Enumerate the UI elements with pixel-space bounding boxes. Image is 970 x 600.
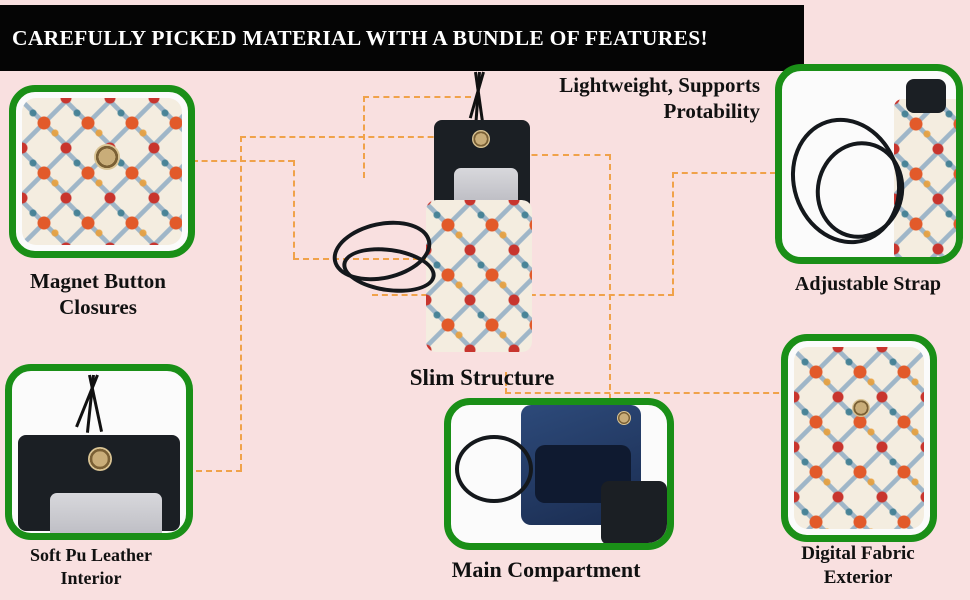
leader-line bbox=[240, 136, 483, 138]
leather-interior-image-frame bbox=[5, 364, 193, 540]
magnet-button-icon bbox=[852, 399, 870, 417]
fabric-pattern-accents bbox=[22, 98, 182, 245]
leader-line bbox=[672, 172, 674, 294]
phone-image bbox=[50, 493, 162, 533]
leader-line bbox=[196, 470, 242, 472]
bag-flap bbox=[601, 481, 667, 543]
leather-interior-label-line2: Interior bbox=[60, 567, 122, 588]
magnet-closure-label: Magnet Button Closures bbox=[6, 268, 190, 321]
adjustable-strap-image-frame bbox=[775, 64, 963, 264]
leader-line bbox=[505, 392, 789, 394]
fabric-exterior-label: Digital Fabric Exterior bbox=[778, 542, 938, 590]
magnet-closure-label-line2: Closures bbox=[59, 295, 137, 320]
lightweight-label-line2: Protability bbox=[663, 99, 760, 124]
main-compartment-label-text: Main Compartment bbox=[451, 557, 641, 582]
bag-body bbox=[894, 99, 956, 257]
leader-line bbox=[505, 372, 507, 394]
fabric-exterior-image-frame bbox=[781, 334, 937, 542]
lightweight-label: Lightweight, Supports Protability bbox=[500, 72, 760, 125]
bag-product-image bbox=[327, 71, 548, 362]
main-compartment-label: Main Compartment bbox=[420, 556, 672, 584]
leader-line bbox=[363, 96, 471, 98]
fabric-pattern-accents bbox=[794, 347, 924, 529]
slim-structure-label-text: Slim Structure bbox=[409, 365, 555, 390]
leader-line bbox=[240, 136, 242, 470]
leather-interior-label: Soft Pu Leather Interior bbox=[4, 544, 178, 589]
bag-strap bbox=[455, 435, 533, 503]
fabric-exterior-label-line1: Digital Fabric bbox=[801, 543, 915, 564]
magnet-closure-image-frame bbox=[9, 85, 195, 258]
leader-line bbox=[521, 154, 611, 156]
leader-line bbox=[672, 172, 776, 174]
bag-body bbox=[426, 200, 532, 352]
page-title: CAREFULLY PICKED MATERIAL WITH A BUNDLE … bbox=[12, 25, 708, 50]
leather-interior-label-line1: Soft Pu Leather bbox=[30, 545, 152, 565]
fabric-pattern-accents bbox=[426, 200, 532, 352]
bag-flap bbox=[906, 79, 946, 113]
adjustable-strap-label: Adjustable Strap bbox=[772, 272, 964, 297]
fabric-exterior-label-line2: Exterior bbox=[823, 566, 893, 588]
leader-line bbox=[293, 258, 479, 260]
leader-line bbox=[293, 160, 295, 258]
leader-line bbox=[609, 154, 611, 470]
lightweight-label-line1: Lightweight, Supports bbox=[559, 73, 760, 97]
leader-line bbox=[192, 160, 294, 162]
magnet-button-icon bbox=[88, 447, 112, 471]
fabric-pattern-accents bbox=[894, 99, 956, 257]
magnet-button-icon bbox=[94, 144, 120, 170]
adjustable-strap-label-text: Adjustable Strap bbox=[794, 273, 942, 295]
main-compartment-image-frame bbox=[444, 398, 674, 550]
slim-structure-label: Slim Structure bbox=[360, 364, 604, 393]
magnet-button-icon bbox=[472, 130, 490, 148]
magnet-closure-label-line1: Magnet Button bbox=[30, 269, 166, 293]
page-title-banner: CAREFULLY PICKED MATERIAL WITH A BUNDLE … bbox=[0, 5, 804, 71]
magnet-button-icon bbox=[617, 411, 631, 425]
